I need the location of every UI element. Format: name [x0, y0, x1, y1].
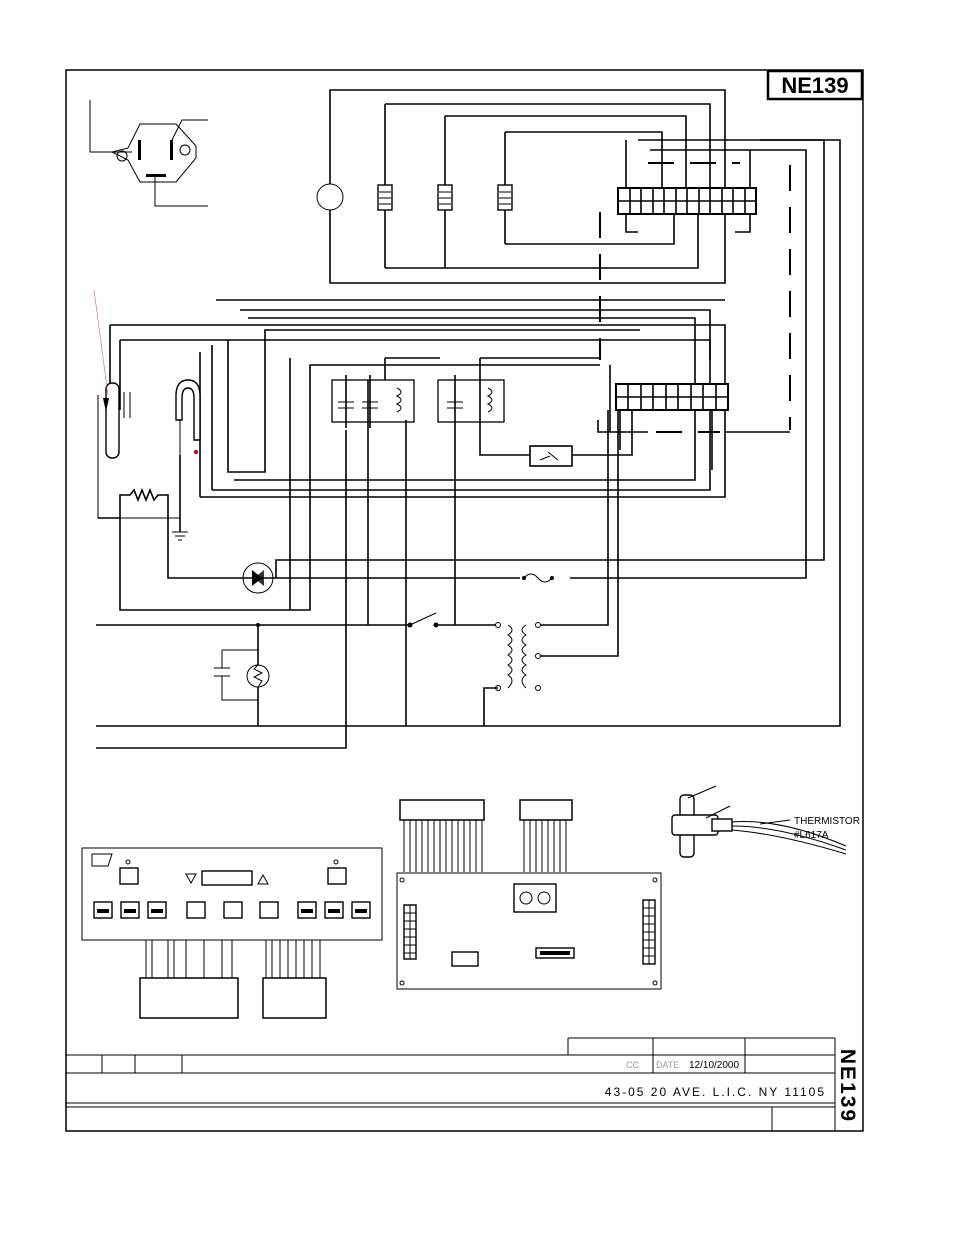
relay-2 — [438, 375, 504, 428]
solenoid-2 — [438, 116, 452, 268]
thermistor-part: THERMISTOR #L617A — [672, 786, 860, 857]
bin-thermostat — [530, 446, 572, 466]
drawing-number-top: NE139 — [781, 73, 848, 98]
controller-board — [397, 800, 661, 989]
connector-top — [618, 188, 756, 214]
top-left-switch-assembly — [90, 100, 208, 206]
control-panel-board — [82, 848, 382, 1018]
triac — [242, 563, 520, 593]
drawing-number-vertical: NE139 — [836, 1049, 859, 1123]
date-value: 12/10/2000 — [689, 1060, 739, 1071]
solenoid-3 — [498, 132, 512, 244]
fuse — [522, 574, 554, 582]
solenoid-1 — [378, 104, 392, 268]
pump-motor-symbol — [317, 184, 343, 210]
top-circuit — [276, 90, 824, 578]
middle-circuit — [94, 290, 790, 610]
checked-label: CC — [626, 1060, 639, 1070]
drawing-number-box: NE139 — [768, 71, 862, 99]
title-block: CC DATE 12/10/2000 43-05 20 AVE. L.I.C. … — [66, 1033, 859, 1131]
thermistor-label: THERMISTOR — [794, 816, 860, 827]
relay-1 — [290, 358, 414, 610]
company-address: 43-05 20 AVE. L.I.C. NY 11105 — [605, 1085, 826, 1099]
connector-bottom — [616, 384, 728, 410]
capacitor-and-varistor — [214, 623, 269, 726]
date-label: DATE — [656, 1060, 679, 1070]
thermistor-part-number: #L617A — [794, 830, 829, 841]
power-circuit — [96, 140, 840, 748]
